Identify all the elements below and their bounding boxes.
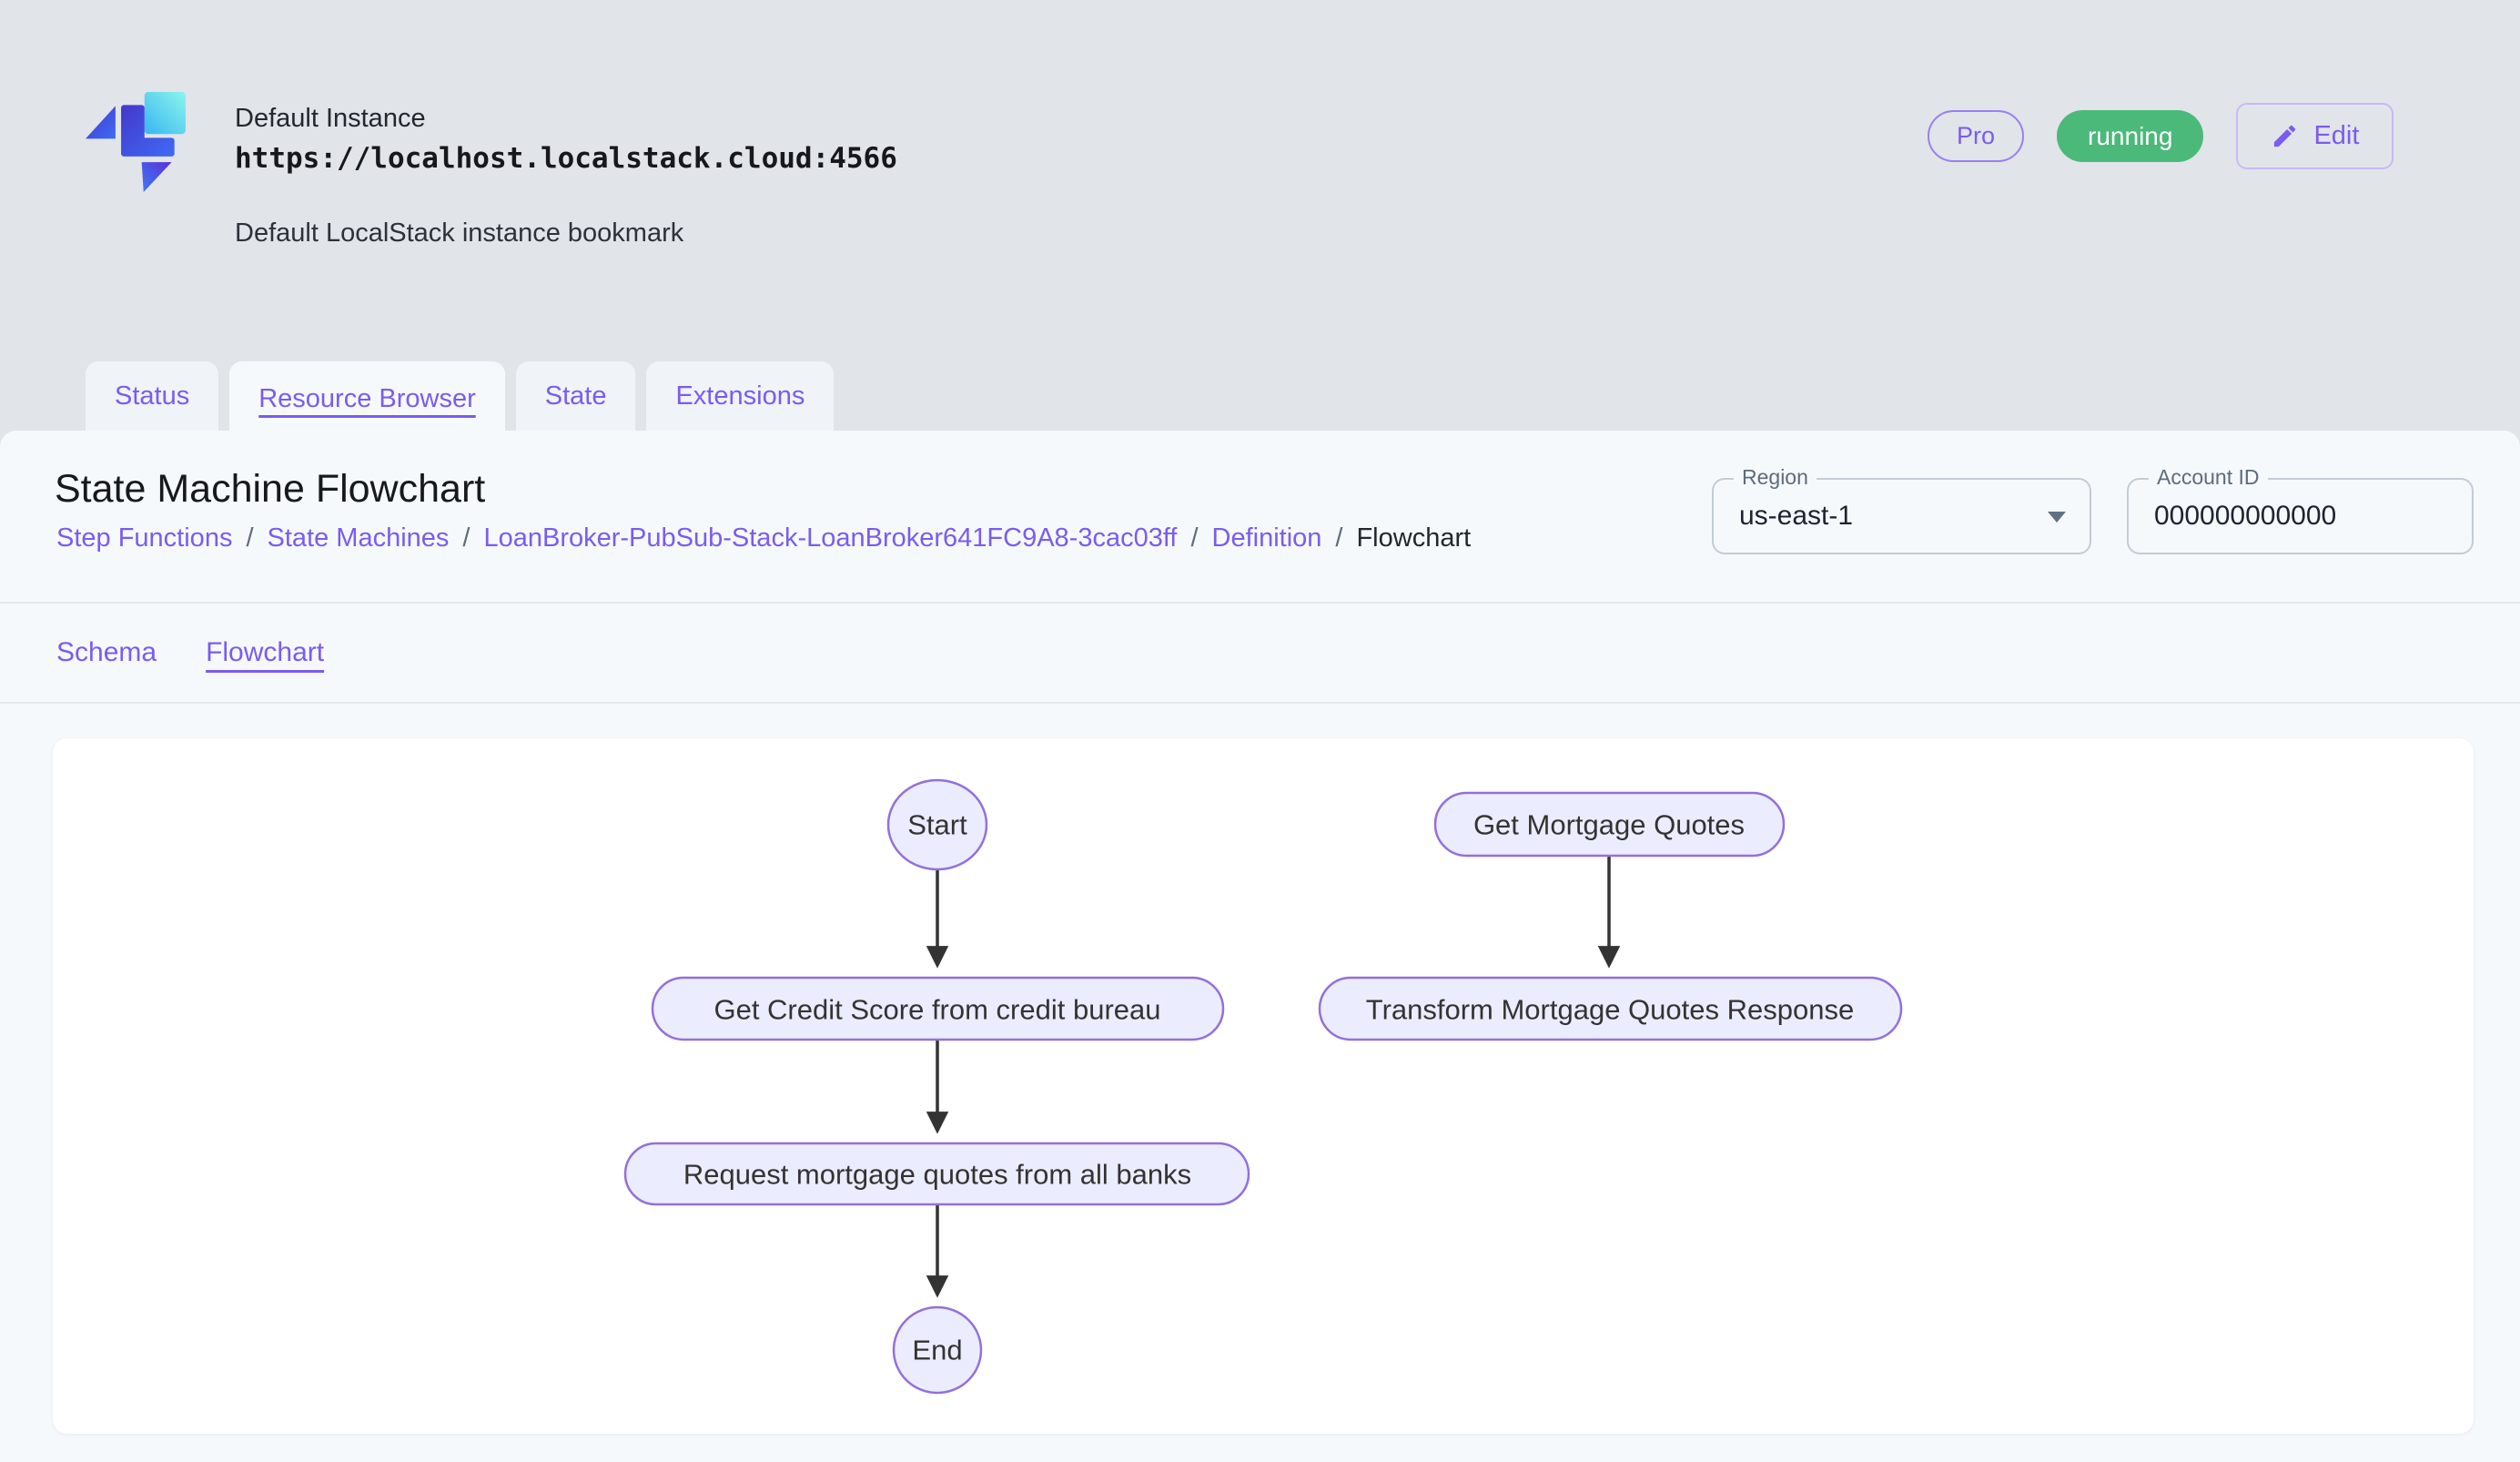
main-tabs: Status Resource Browser State Extensions — [86, 361, 835, 436]
flow-node-get-mortgage-quotes-label: Get Mortgage Quotes — [1473, 809, 1745, 841]
flow-node-get-credit-score-label: Get Credit Score from credit bureau — [713, 994, 1160, 1026]
instance-info: Default Instance https://localhost.local… — [235, 100, 897, 249]
state-machine-flowchart: Start Get Credit Score from credit burea… — [623, 778, 1903, 1395]
flow-node-end-label: End — [912, 1335, 962, 1366]
account-id-field: Account ID — [2127, 465, 2474, 554]
flow-node-request-quotes: Request mortgage quotes from all banks — [623, 1142, 1250, 1206]
tab-status[interactable]: Status — [86, 361, 219, 431]
region-select[interactable]: Region us-east-1 — [1712, 465, 2091, 554]
breadcrumb-step-functions[interactable]: Step Functions — [56, 523, 233, 553]
breadcrumb: Step Functions / State Machines / LoanBr… — [56, 523, 1471, 553]
instance-url: https://localhost.localstack.cloud:4566 — [235, 142, 897, 175]
localstack-logo — [86, 92, 186, 192]
instance-badges: Pro running Edit — [1928, 103, 2394, 169]
flow-node-get-credit-score: Get Credit Score from credit bureau — [651, 976, 1225, 1041]
region-select-label: Region — [1734, 465, 1817, 490]
page-header-row: State Machine Flowchart Step Functions /… — [0, 431, 2520, 604]
account-id-label: Account ID — [2149, 465, 2268, 490]
edit-button[interactable]: Edit — [2236, 103, 2394, 169]
subtab-schema[interactable]: Schema — [56, 637, 157, 667]
edit-button-label: Edit — [2313, 121, 2360, 150]
instance-name: Default Instance — [235, 104, 426, 133]
flow-node-end: End — [892, 1305, 983, 1395]
breadcrumb-definition[interactable]: Definition — [1211, 523, 1322, 553]
definition-subtabs: Schema Flowchart — [0, 604, 2520, 704]
flow-node-transform-response: Transform Mortgage Quotes Response — [1318, 976, 1903, 1041]
account-id-input[interactable] — [2129, 480, 2472, 553]
region-select-value: us-east-1 — [1739, 501, 1854, 531]
flow-node-transform-response-label: Transform Mortgage Quotes Response — [1366, 994, 1854, 1026]
running-status-badge: running — [2057, 110, 2204, 162]
breadcrumb-separator: / — [1190, 523, 1199, 553]
tab-state[interactable]: State — [515, 361, 636, 431]
page-title: State Machine Flowchart — [55, 467, 486, 511]
tab-extensions[interactable]: Extensions — [646, 361, 835, 431]
breadcrumb-separator: / — [1335, 523, 1343, 553]
edit-pencil-icon — [2274, 125, 2296, 147]
flow-node-start: Start — [886, 778, 988, 871]
resource-browser-panel: State Machine Flowchart Step Functions /… — [0, 431, 2520, 1462]
breadcrumb-current: Flowchart — [1356, 523, 1472, 553]
flowchart-content: Start Get Credit Score from credit burea… — [0, 704, 2520, 1434]
breadcrumb-state-machines[interactable]: State Machines — [267, 523, 450, 553]
subtab-flowchart[interactable]: Flowchart — [206, 637, 325, 667]
pro-badge: Pro — [1928, 110, 2025, 162]
breadcrumb-state-machine-name[interactable]: LoanBroker-PubSub-Stack-LoanBroker641FC9… — [483, 523, 1178, 553]
breadcrumb-separator: / — [246, 523, 254, 553]
tab-resource-browser[interactable]: Resource Browser — [229, 361, 505, 436]
flow-node-request-quotes-label: Request mortgage quotes from all banks — [683, 1159, 1191, 1191]
flowchart-card: Start Get Credit Score from credit burea… — [53, 738, 2474, 1434]
flow-node-get-mortgage-quotes: Get Mortgage Quotes — [1433, 791, 1786, 858]
flow-node-start-label: Start — [907, 809, 967, 841]
dropdown-arrow-icon — [2048, 512, 2066, 523]
instance-description: Default LocalStack instance bookmark — [235, 218, 684, 248]
breadcrumb-separator: / — [462, 523, 471, 553]
